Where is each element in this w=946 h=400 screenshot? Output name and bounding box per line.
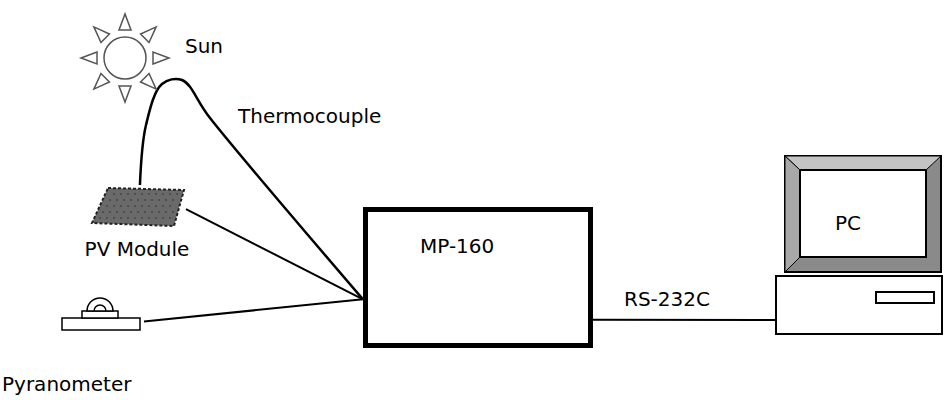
- edge-label: RS-232C: [622, 287, 712, 311]
- node-label: MP-160: [420, 234, 494, 258]
- pv-module: PV Module: [88, 185, 186, 229]
- pyranometer-symbol: [58, 292, 144, 334]
- pv-panel-symbol: [88, 185, 186, 229]
- computer-symbol: [775, 155, 943, 335]
- signal-wire: [144, 299, 363, 321]
- node-label: PC: [835, 211, 861, 235]
- data-logger-box: MP-160: [363, 207, 593, 348]
- pyranometer: Pyranometer: [58, 292, 144, 334]
- sun-icon: Sun: [78, 12, 173, 104]
- sun-symbol: [78, 12, 173, 104]
- pc-computer: PC: [775, 155, 943, 335]
- node-label: Pyranometer: [2, 372, 131, 396]
- signal-wire: [186, 209, 363, 299]
- edge-label: Thermocouple: [236, 104, 383, 128]
- serial-cable: [593, 319, 775, 321]
- node-label: Sun: [185, 34, 223, 58]
- node-label: PV Module: [85, 237, 190, 261]
